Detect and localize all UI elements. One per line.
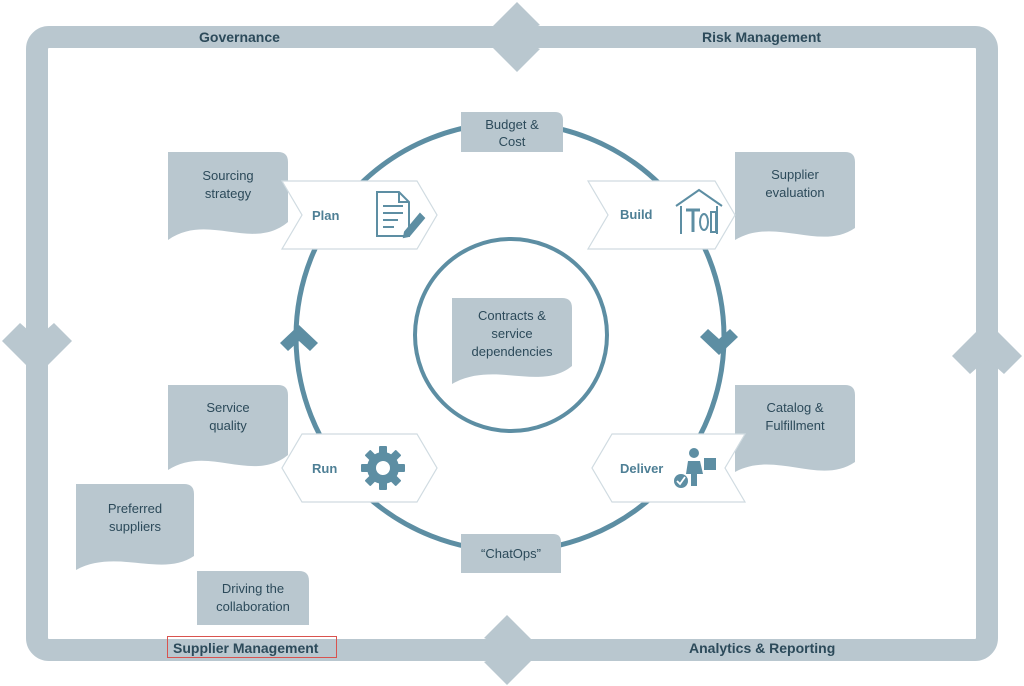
- house-tools-icon: [675, 188, 723, 234]
- stage-build-label: Build: [620, 207, 653, 222]
- frame-arrow-right: [952, 321, 1022, 374]
- label-governance: Governance: [199, 29, 280, 45]
- stage-deliver-label: Deliver: [620, 461, 664, 476]
- tab-budget-cost-text: Budget & Cost: [461, 116, 563, 150]
- tab-budget-line-1: Budget &: [485, 117, 539, 132]
- doc-catalog-fulfillment-text: Catalog & Fulfillment: [735, 399, 855, 435]
- service-line-2: quality: [209, 418, 247, 433]
- driving-line-1: Driving the: [221, 581, 285, 596]
- label-supplier-management: Supplier Management: [173, 640, 319, 656]
- ring-arrow-left: [280, 325, 318, 351]
- frame-arrow-top: [482, 2, 540, 72]
- doc-preferred-suppliers-text: Preferred suppliers: [76, 500, 194, 536]
- doc-supplier-evaluation-text: Supplier evaluation: [735, 166, 855, 202]
- sourcing-line-2: strategy: [204, 186, 252, 201]
- doc-service-quality: [168, 385, 288, 470]
- doc-driving-collaboration-text: Driving the collaboration: [197, 580, 309, 616]
- doc-sourcing-strategy-text: Sourcing strategy: [168, 167, 288, 203]
- center-contracts-text: Contracts & service dependencies: [452, 307, 572, 361]
- ring-arrow-right: [700, 329, 738, 355]
- supplier-management-highlight: [167, 636, 337, 658]
- preferred-line-1: Preferred: [107, 501, 163, 516]
- tab-chatops: [461, 534, 561, 573]
- label-risk-management: Risk Management: [702, 29, 822, 45]
- catalog-line-1: Catalog &: [766, 400, 824, 415]
- doc-sourcing-strategy: [168, 152, 288, 240]
- frame-arrow-bottom: [484, 615, 542, 685]
- stage-run-label: Run: [312, 461, 338, 476]
- stage-box-run: [281, 433, 438, 503]
- center-line-2: service: [491, 326, 533, 341]
- doc-driving-collaboration: [197, 571, 309, 625]
- stage-box-build: [586, 180, 736, 250]
- doc-catalog-fulfillment: [735, 385, 855, 472]
- driving-line-2: collaboration: [216, 599, 290, 614]
- label-analytics-reporting: Analytics & Reporting: [689, 640, 836, 656]
- doc-supplier-evaluation: [735, 152, 855, 240]
- center-line-1: Contracts &: [478, 308, 546, 323]
- stage-plan-label: Plan: [312, 208, 340, 223]
- doc-service-quality-text: Service quality: [168, 399, 288, 435]
- gear-icon: [361, 446, 405, 490]
- tab-budget-line-2: Cost: [498, 134, 526, 149]
- frame-arrow-left: [2, 323, 72, 376]
- stage-box-deliver: [591, 433, 747, 503]
- tab-chatops-text: “ChatOps”: [481, 546, 541, 561]
- doc-preferred-suppliers: [76, 484, 194, 570]
- preferred-line-2: suppliers: [108, 519, 162, 534]
- catalog-line-2: Fulfillment: [765, 418, 825, 433]
- service-line-1: Service: [206, 400, 250, 415]
- doc-contracts: [452, 298, 572, 384]
- tab-budget-cost: [461, 112, 563, 152]
- center-line-3: dependencies: [471, 344, 553, 359]
- evaluation-line-1: Supplier: [771, 167, 819, 182]
- stage-box-plan: [280, 180, 438, 250]
- delivery-person-icon: [674, 448, 716, 488]
- document-edit-icon: [376, 191, 426, 239]
- sourcing-line-1: Sourcing: [202, 168, 254, 183]
- evaluation-line-2: evaluation: [765, 185, 825, 200]
